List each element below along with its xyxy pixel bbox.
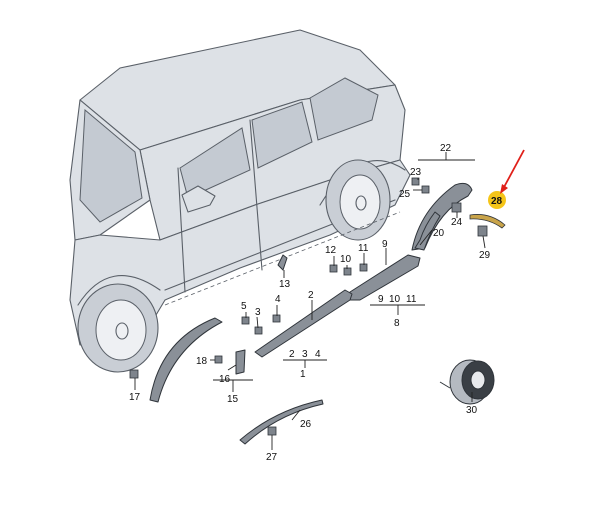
callout-23: 23 bbox=[410, 167, 422, 178]
part-clip-10 bbox=[343, 267, 352, 276]
part-28-strip bbox=[469, 214, 506, 229]
group-brackets bbox=[213, 152, 475, 392]
part-clip-29 bbox=[477, 225, 488, 237]
callout-2: 2 bbox=[308, 290, 314, 301]
part-clip-11 bbox=[359, 263, 368, 272]
part-front-arch-15 bbox=[149, 317, 223, 403]
callout-29: 29 bbox=[479, 250, 491, 261]
car-rear-quarter-window bbox=[309, 77, 379, 141]
leader-lines bbox=[134, 178, 486, 450]
vehicle-illustration bbox=[69, 29, 411, 373]
callout-labels: 1 2 2 3 3 4 4 5 8 9 9 10 10 11 11 12 13 … bbox=[129, 143, 503, 463]
callout-3: 3 bbox=[255, 307, 261, 318]
callout-22: 22 bbox=[440, 143, 452, 154]
callout-27: 27 bbox=[266, 452, 278, 463]
callout-15: 15 bbox=[227, 394, 239, 405]
red-arrow bbox=[500, 149, 525, 194]
part-clip-27 bbox=[267, 426, 277, 436]
callout-9: 9 bbox=[382, 239, 388, 250]
car-front-rim bbox=[95, 299, 147, 361]
part-clip-25 bbox=[421, 185, 430, 194]
car-front-hub bbox=[115, 322, 129, 340]
car-front-arch bbox=[77, 275, 161, 306]
part-arch-lower bbox=[414, 211, 441, 251]
callout-28: 28 bbox=[491, 196, 503, 207]
callout-30: 30 bbox=[466, 405, 478, 416]
callout-17: 17 bbox=[129, 392, 141, 403]
car-door-line bbox=[177, 167, 186, 293]
callout-24: 24 bbox=[451, 217, 463, 228]
part-trim-26 bbox=[239, 399, 324, 445]
callout-10b: 10 bbox=[389, 294, 401, 305]
leader-3 bbox=[256, 316, 259, 329]
part-tape-roll-30 bbox=[439, 359, 495, 405]
part-clip-24 bbox=[451, 202, 462, 213]
leader-20 bbox=[419, 229, 433, 246]
callout-20: 20 bbox=[433, 228, 445, 239]
callout-13: 13 bbox=[279, 279, 291, 290]
part-clip-4 bbox=[272, 314, 281, 323]
leader-29 bbox=[482, 235, 486, 249]
callout-26: 26 bbox=[300, 419, 312, 430]
part-clip-23 bbox=[411, 177, 420, 186]
leader-26 bbox=[291, 409, 301, 421]
car-mirror bbox=[181, 185, 216, 213]
callout-12: 12 bbox=[325, 245, 337, 256]
parts bbox=[129, 177, 506, 445]
callout-10: 10 bbox=[340, 254, 352, 265]
part-clip-12 bbox=[329, 264, 338, 273]
callout-3b: 3 bbox=[302, 349, 308, 360]
callout-25: 25 bbox=[399, 189, 411, 200]
part-sill-strip-2 bbox=[254, 289, 353, 358]
highlight-circle bbox=[488, 191, 506, 209]
part-clip-3 bbox=[254, 326, 263, 335]
car-rear-rim bbox=[339, 174, 381, 230]
callout-2b: 2 bbox=[289, 349, 295, 360]
car-front-door-window bbox=[179, 127, 251, 199]
leader-16 bbox=[227, 364, 237, 371]
callout-4: 4 bbox=[275, 294, 281, 305]
car-rear-door-window bbox=[251, 101, 313, 169]
callout-11b: 11 bbox=[406, 294, 417, 305]
part-clip-17 bbox=[129, 369, 139, 379]
callout-18: 18 bbox=[196, 356, 208, 367]
callout-9b: 9 bbox=[378, 294, 384, 305]
callout-5: 5 bbox=[241, 301, 247, 312]
part-16 bbox=[235, 349, 246, 375]
callout-16: 16 bbox=[219, 374, 231, 385]
callout-11: 11 bbox=[358, 243, 369, 254]
callout-8: 8 bbox=[394, 318, 400, 329]
part-clip-18 bbox=[214, 355, 223, 364]
car-rear-hub bbox=[355, 195, 367, 211]
part-clip-5 bbox=[241, 316, 250, 325]
callout-4b: 4 bbox=[315, 349, 321, 360]
callout-1: 1 bbox=[300, 369, 306, 380]
part-13 bbox=[277, 254, 288, 271]
car-door-line bbox=[249, 119, 263, 271]
car-windshield bbox=[79, 108, 143, 223]
